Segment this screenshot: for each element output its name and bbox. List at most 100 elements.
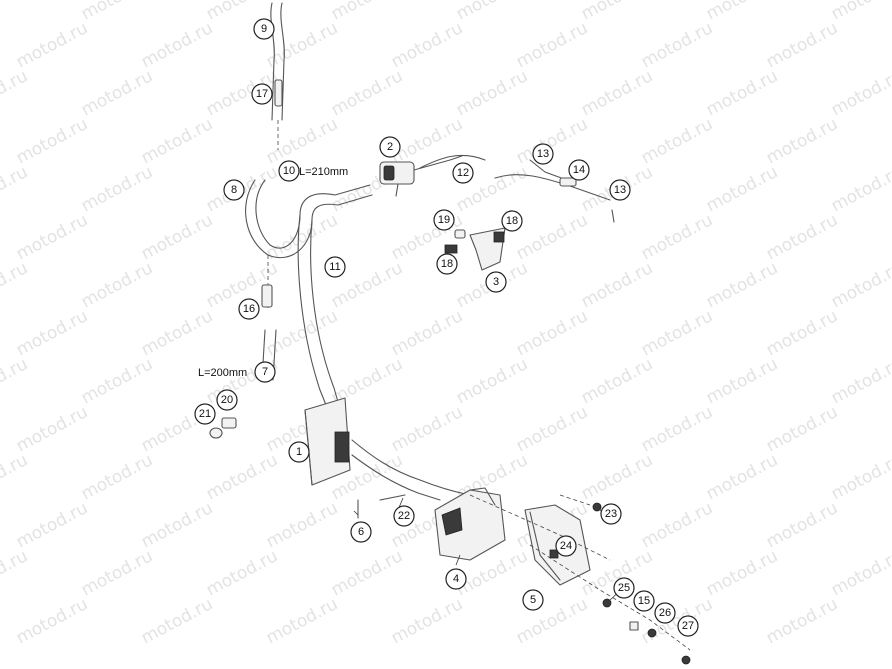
watermark-text: motod.ru (703, 66, 781, 120)
watermark-text: motod.ru (0, 258, 31, 312)
callout-circle (393, 505, 415, 527)
callout-number: 2 (387, 141, 393, 153)
watermark-text: motod.ru (78, 162, 156, 216)
watermark-text: motod.ru (828, 258, 892, 312)
bolt-22 (379, 494, 406, 501)
watermark-text: motod.ru (78, 354, 156, 408)
callout-number: 21 (199, 408, 211, 420)
callout-circle (633, 590, 655, 612)
bracket-4 (434, 487, 506, 561)
callout-circle (522, 589, 544, 611)
watermark-text: motod.ru (13, 210, 91, 264)
watermark-text: motod.ru (138, 498, 216, 552)
dash-assembly-3 (529, 544, 691, 651)
watermark-text: motod.ru (13, 114, 91, 168)
callout-circle (379, 136, 401, 158)
watermark-text: motod.ru (0, 354, 31, 408)
watermark-text: motod.ru (78, 0, 156, 24)
watermark-text: motod.ru (328, 0, 406, 24)
watermark-text: motod.ru (453, 0, 531, 24)
watermark-text: motod.ru (78, 258, 156, 312)
canister-1 (304, 397, 471, 501)
watermark-text: motod.ru (513, 210, 591, 264)
callout-circle (532, 143, 554, 165)
watermark-text: motod.ru (578, 0, 656, 24)
watermark-text: motod.ru (828, 0, 892, 24)
nut-26 (647, 628, 657, 638)
watermark-text: motod.ru (638, 18, 716, 72)
callout-circle (433, 209, 455, 231)
callout-number: 23 (605, 508, 617, 520)
watermark-text: motod.ru (513, 402, 591, 456)
watermark-text: motod.ru (763, 114, 841, 168)
watermark-text: motod.ru (578, 258, 656, 312)
callout-18a: 18 (501, 210, 523, 232)
callout-circle (278, 160, 300, 182)
watermark-text: motod.ru (763, 210, 841, 264)
watermark-text: motod.ru (263, 18, 341, 72)
callout-circle (288, 441, 310, 463)
nut-27 (681, 655, 691, 665)
callout-circle (485, 271, 507, 293)
watermark-text: motod.ru (828, 66, 892, 120)
hose-8 (255, 179, 371, 249)
callout-5: 5 (522, 589, 544, 611)
watermark-text: motod.ru (578, 66, 656, 120)
watermark-text: motod.ru (78, 450, 156, 504)
callout-24: 24 (555, 535, 577, 557)
watermark-text: motod.ru (578, 354, 656, 408)
callout-27: 27 (677, 615, 699, 637)
watermark-text: motod.ru (638, 498, 716, 552)
hose-12 (419, 154, 486, 169)
callout-number: 14 (573, 164, 585, 176)
watermark-text: motod.ru (138, 18, 216, 72)
callout-number: 4 (453, 573, 459, 585)
watermark-text: motod.ru (263, 210, 341, 264)
callout-10: 10 (278, 160, 300, 182)
watermark-text: motod.ru (763, 402, 841, 456)
watermark-text: motod.ru (0, 162, 31, 216)
fitting-14 (559, 177, 577, 187)
callout-4: 4 (445, 568, 467, 590)
callout-circle (654, 602, 676, 624)
callout-15: 15 (633, 590, 655, 612)
callout-number: 13 (614, 184, 626, 196)
callout-9: 9 (253, 18, 275, 40)
callout-circle (216, 389, 238, 411)
callout-number: 26 (659, 607, 671, 619)
callout-14: 14 (568, 159, 590, 181)
callout-25: 25 (613, 577, 635, 599)
watermark-text: motod.ru (388, 402, 466, 456)
callout-circle (254, 361, 276, 383)
callout-16: 16 (238, 298, 260, 320)
callout-number: 18 (506, 215, 518, 227)
callout-13a: 13 (532, 143, 554, 165)
watermark-text: motod.ru (703, 450, 781, 504)
callout-18b: 18 (436, 253, 458, 275)
watermark-text: motod.ru (13, 498, 91, 552)
watermark-text: motod.ru (763, 498, 841, 552)
length-label-len7: L=200mm (198, 367, 247, 379)
watermark-text: motod.ru (0, 66, 31, 120)
callout-number: 16 (243, 303, 255, 315)
hose-13-end (611, 209, 615, 223)
callout-circle (445, 568, 467, 590)
watermark-text: motod.ru (828, 450, 892, 504)
callout-number: 3 (493, 276, 499, 288)
callout-circle (613, 577, 635, 599)
watermark-text: motod.ru (763, 594, 841, 648)
callout-number: 22 (398, 510, 410, 522)
hose-fitting-16 (261, 284, 273, 308)
callout-circle (677, 615, 699, 637)
watermark-text: motod.ru (263, 594, 341, 648)
watermark-text: motod.ru (328, 66, 406, 120)
callout-number: 1 (296, 446, 302, 458)
watermark-text: motod.ru (263, 114, 341, 168)
callout-circle (555, 535, 577, 557)
callout-number: 5 (530, 594, 536, 606)
callout-number: 11 (329, 261, 340, 273)
callout-circle (452, 162, 474, 184)
callout-circle (238, 298, 260, 320)
